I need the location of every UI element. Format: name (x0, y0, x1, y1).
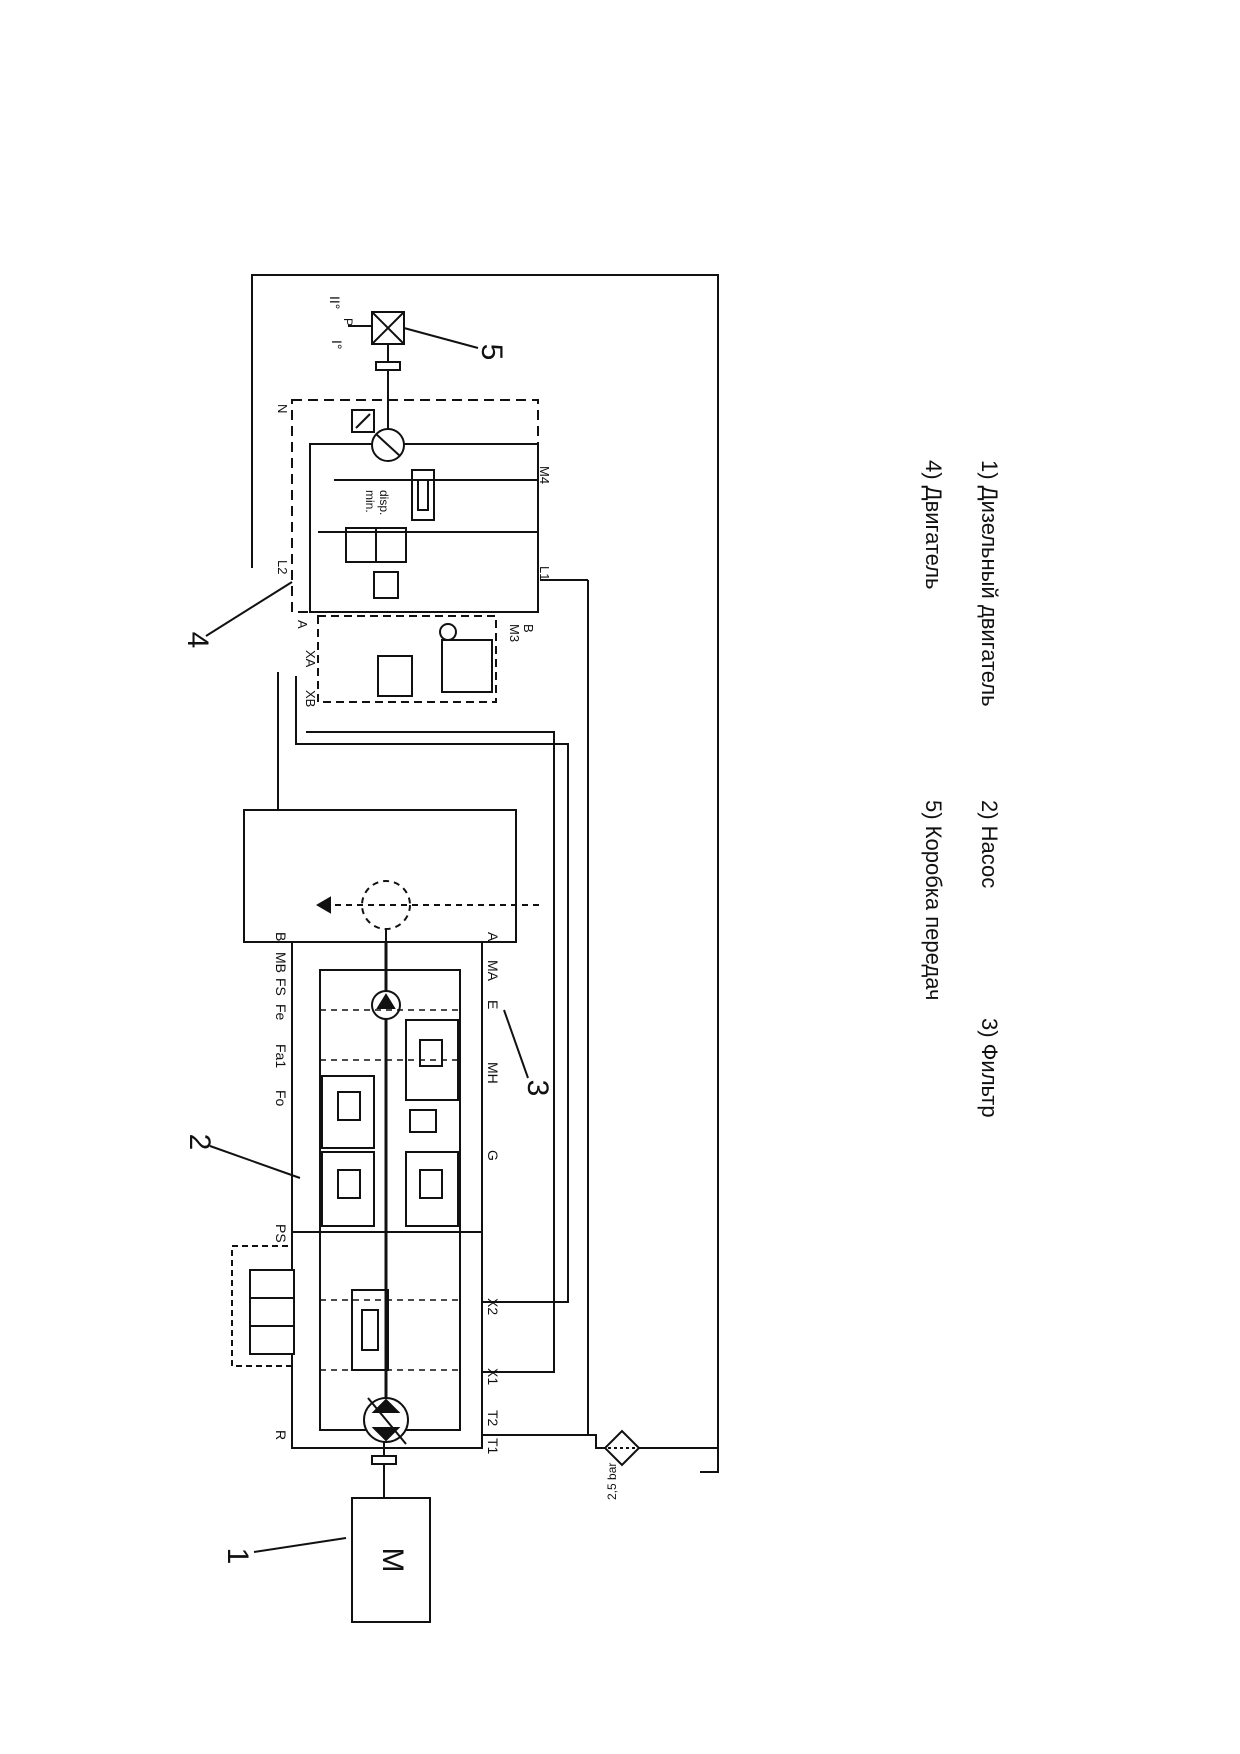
port-Fo: Fo (273, 1090, 289, 1107)
port-PS: PS (273, 1224, 289, 1243)
outer-frame (251, 274, 719, 1473)
annotations: 2,5 bar min. disp. I° II° P (327, 296, 619, 1500)
control-valve (231, 1245, 295, 1367)
pump-unit (291, 941, 483, 1449)
port-R: R (273, 1430, 289, 1440)
callout-pump: 2 (183, 1134, 216, 1151)
engine-symbol: M (376, 1548, 409, 1573)
motor-port-XA: XA (303, 650, 318, 668)
motor-port-B: B (521, 624, 536, 633)
gear-label-P: P (341, 318, 355, 326)
servo-cylinder (351, 1289, 389, 1371)
connection-lines (243, 579, 718, 1449)
motor-port-N: N (275, 404, 290, 413)
gear-label-I: I° (329, 340, 345, 350)
port-X2: X2 (485, 1298, 501, 1315)
pump-port-labels: R PS Fo Fa1 Fe FS MB B T1 T2 X1 X2 G MH … (273, 932, 501, 1455)
port-X1: X1 (485, 1368, 501, 1385)
motor-port-A: A (295, 620, 310, 629)
motor-port-L1: L1 (537, 566, 552, 580)
motor-housing-dashed (291, 399, 539, 613)
motor-port-M3: M3 (507, 624, 522, 642)
callout-filter: 3 (521, 1080, 554, 1097)
port-G: G (485, 1150, 501, 1161)
coupling-motor-gearbox (375, 344, 401, 429)
callout-leaders (205, 327, 529, 1553)
port-MB: MB (273, 952, 289, 973)
port-FS: FS (273, 978, 289, 996)
motor-port-L2: L2 (275, 560, 290, 574)
callout-engine: 1 (221, 1548, 254, 1565)
callout-gearbox: 5 (475, 344, 508, 361)
min-disp-label-2: disp. (377, 490, 391, 515)
relief-valve-b (321, 1075, 375, 1149)
motor-port-XB: XB (303, 690, 318, 707)
callout-motor: 4 (181, 632, 214, 649)
port-A: A (485, 932, 501, 942)
port-T2: T2 (485, 1410, 501, 1427)
port-B: B (273, 932, 289, 941)
gearbox (348, 311, 405, 345)
flow-direction-arrow (316, 880, 540, 942)
port-E: E (485, 1000, 501, 1009)
diesel-engine: M (351, 1497, 431, 1623)
hydraulic-motor (291, 399, 539, 703)
motor-port-labels: XB XA A L2 N M3 B L1 M4 (275, 404, 552, 707)
port-Fa1: Fa1 (273, 1044, 289, 1068)
gear-label-II: II° (327, 296, 343, 309)
port-Fe: Fe (273, 1004, 289, 1021)
port-MA: MA (485, 960, 501, 982)
port-MH: MH (485, 1062, 501, 1084)
relief-valve-a (321, 1151, 375, 1227)
motor-port-M4: M4 (537, 466, 552, 484)
min-disp-label-1: min. (363, 490, 377, 513)
callout-numbers: 1 2 3 4 5 (181, 344, 554, 1565)
filter (603, 1429, 641, 1467)
port-T1: T1 (485, 1438, 501, 1455)
relief-valve-c (405, 1151, 459, 1227)
pressure-label: 2,5 bar (605, 1463, 619, 1500)
